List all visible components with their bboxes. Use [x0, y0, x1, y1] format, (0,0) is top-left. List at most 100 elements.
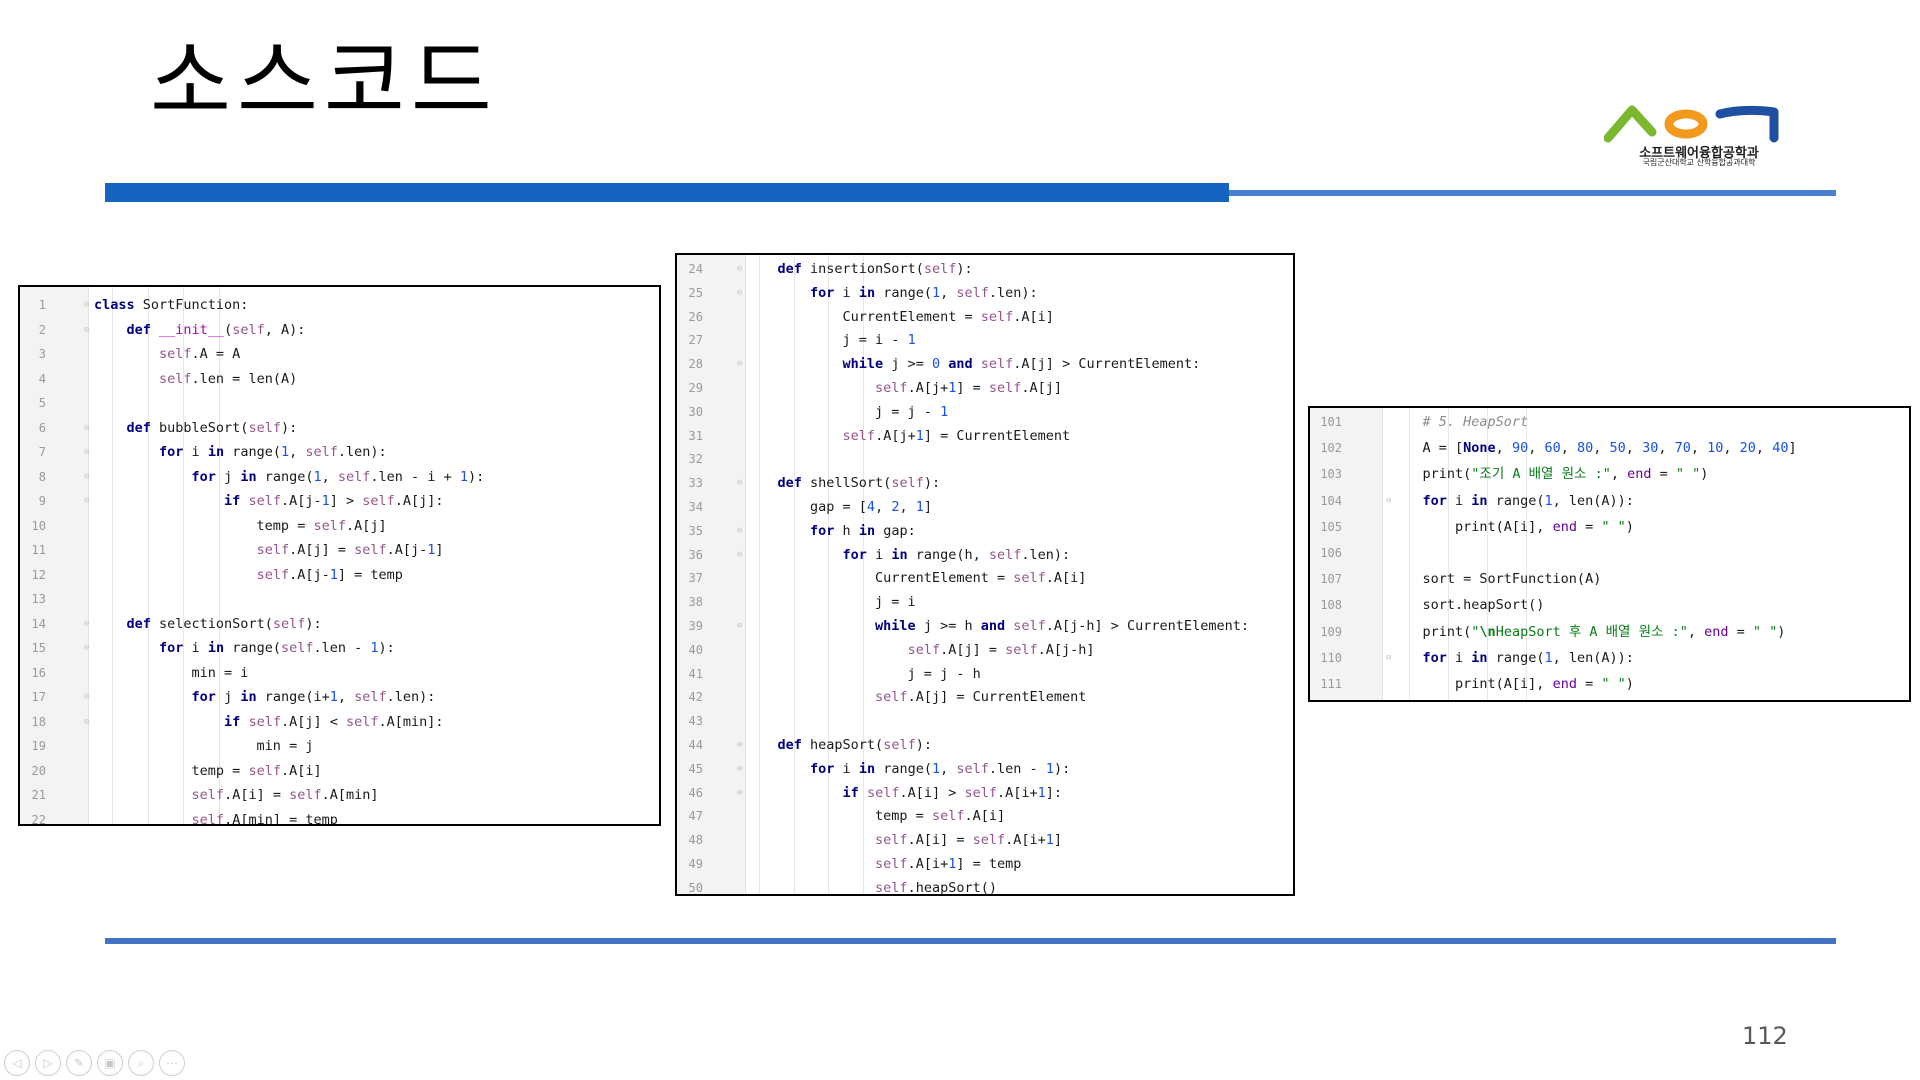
line-number: 48 [688, 833, 703, 848]
code-line: 22 self.A[min] = temp [20, 808, 659, 826]
fold-icon[interactable]: ⊖ [84, 447, 90, 457]
fold-icon[interactable]: ⊖ [84, 422, 90, 433]
code-line: 1⊖class SortFunction: [20, 293, 659, 318]
line-number: 40 [688, 642, 703, 657]
line-number: 103 [1320, 467, 1342, 482]
zoom-icon[interactable]: ⌕ [128, 1050, 154, 1076]
line-number: 105 [1320, 519, 1342, 534]
fold-icon[interactable]: ⊖ [84, 618, 90, 629]
line-number: 49 [688, 856, 703, 871]
code-line: 105 print(A[i], end = " ") [1310, 514, 1909, 540]
line-number: 33 [688, 476, 703, 491]
fold-icon[interactable]: ⊖ [737, 620, 743, 631]
fold-icon[interactable]: ⊖ [737, 739, 743, 750]
fold-icon[interactable]: ⊖ [1386, 652, 1392, 663]
code-line: 102 A = [None, 90, 60, 80, 50, 30, 70, 1… [1310, 435, 1909, 461]
fold-icon[interactable]: ⊖ [84, 300, 90, 310]
fold-icon[interactable]: ⊖ [737, 359, 743, 370]
line-number: 29 [688, 380, 703, 395]
code-text: print("조기 A 배열 원소 :", end = " ") [1390, 466, 1709, 483]
line-number: 104 [1320, 493, 1342, 508]
more-icon[interactable]: ⋯ [159, 1050, 185, 1076]
line-number: 12 [31, 567, 46, 582]
next-icon[interactable]: ▷ [35, 1050, 61, 1076]
line-number: 39 [688, 618, 703, 633]
code-text: self.len = len(A) [159, 370, 298, 387]
code-text: for i in range(self.len - 1): [159, 640, 395, 656]
code-text: self.A[j+1] = CurrentElement [842, 427, 1071, 444]
code-line: 37 CurrentElement = self.A[i] [677, 567, 1293, 591]
code-text: for i in range(1, self.len): [159, 444, 387, 460]
code-text: for j in range(i+1, self.len): [191, 689, 436, 705]
fold-icon[interactable]: ⊖ [1386, 495, 1392, 506]
indent-guide [828, 255, 829, 894]
fold-icon[interactable]: ⊖ [84, 643, 90, 653]
fold-icon[interactable]: ⊖ [84, 692, 90, 702]
line-number: 22 [31, 812, 46, 826]
line-number: 35 [688, 523, 703, 538]
code-text: print(A[i], end = " ") [1390, 675, 1634, 692]
page-number: 112 [1742, 1022, 1788, 1050]
code-text: self.A[j] = self.A[j-1] [256, 542, 444, 558]
code-text: temp = self.A[i] [94, 762, 322, 779]
code-text: j = j - h [745, 665, 981, 682]
code-line: 27 j = i - 1 [677, 329, 1293, 353]
code-line: 49 self.A[i+1] = temp [677, 853, 1293, 877]
fold-icon[interactable]: ⊖ [737, 787, 743, 798]
line-number: 15 [31, 641, 46, 655]
line-number: 106 [1320, 545, 1342, 560]
code-line: 21 self.A[i] = self.A[min] [20, 783, 659, 808]
code-text: def bubbleSort(self): [126, 419, 298, 436]
fold-icon[interactable]: ⊖ [84, 324, 90, 335]
code-line: 101 # 5. HeapSort [1310, 409, 1909, 435]
fold-icon[interactable]: ⊖ [737, 549, 743, 560]
fold-icon[interactable]: ⊖ [737, 478, 743, 489]
code-line: 4 self.len = len(A) [20, 367, 659, 392]
line-number: 9 [38, 494, 46, 508]
fold-icon[interactable]: ⊖ [84, 471, 90, 482]
line-number: 101 [1320, 415, 1342, 429]
code-line: 16 min = i [20, 661, 659, 686]
code-line: 28⊖ while j >= 0 and self.A[j] > Current… [677, 353, 1293, 377]
code-text: temp = self.A[i] [745, 808, 1006, 825]
code-text: # 5. HeapSort [1422, 414, 1529, 430]
fold-icon[interactable]: ⊖ [737, 525, 743, 536]
indent-guide [112, 287, 113, 824]
code-text: print("\nHeapSort 후 A 배열 원소 :", end = " … [1390, 623, 1786, 640]
fold-icon[interactable]: ⊖ [737, 264, 743, 274]
line-number: 30 [688, 404, 703, 419]
line-number: 18 [31, 714, 46, 729]
line-number: 1 [38, 298, 46, 312]
code-line: 39⊖ while j >= h and self.A[j-h] > Curre… [677, 615, 1293, 639]
line-number: 19 [31, 739, 46, 753]
code-line: 11 self.A[j] = self.A[j-1] [20, 538, 659, 563]
code-line: 104⊖ for i in range(1, len(A)): [1310, 488, 1909, 514]
code-line: 109 print("\nHeapSort 후 A 배열 원소 :", end … [1310, 619, 1909, 645]
prev-icon[interactable]: ◁ [4, 1050, 30, 1076]
code-text: min = j [94, 738, 314, 754]
line-number: 26 [688, 309, 703, 324]
line-number: 41 [688, 666, 703, 681]
fold-icon[interactable]: ⊖ [737, 763, 743, 774]
code-line: 32 [677, 448, 1293, 472]
slides-icon[interactable]: ▣ [97, 1050, 123, 1076]
code-line: 15 ⊖ for i in range(self.len - 1): [20, 636, 659, 661]
line-number-gutter [677, 255, 746, 894]
fold-icon[interactable]: ⊖ [84, 496, 90, 506]
code-text: print(A[i], end = " ") [1390, 518, 1634, 535]
line-number: 27 [688, 333, 703, 348]
fold-icon[interactable]: ⊖ [84, 716, 90, 727]
line-number: 108 [1320, 598, 1342, 613]
pen-icon[interactable]: ✎ [66, 1050, 92, 1076]
code-text: gap = [4, 2, 1] [745, 498, 933, 515]
line-number: 38 [688, 595, 703, 610]
line-number: 46 [688, 785, 703, 800]
indent-guide [218, 287, 220, 824]
line-number: 32 [688, 452, 703, 467]
code-line: 47 temp = self.A[i] [677, 805, 1293, 829]
code-text: def __init__(self, A): [126, 321, 306, 338]
code-text: for i in range(1, len(A)): [1422, 649, 1634, 666]
indent-guide [183, 287, 184, 824]
fold-icon[interactable]: ⊖ [737, 287, 743, 298]
